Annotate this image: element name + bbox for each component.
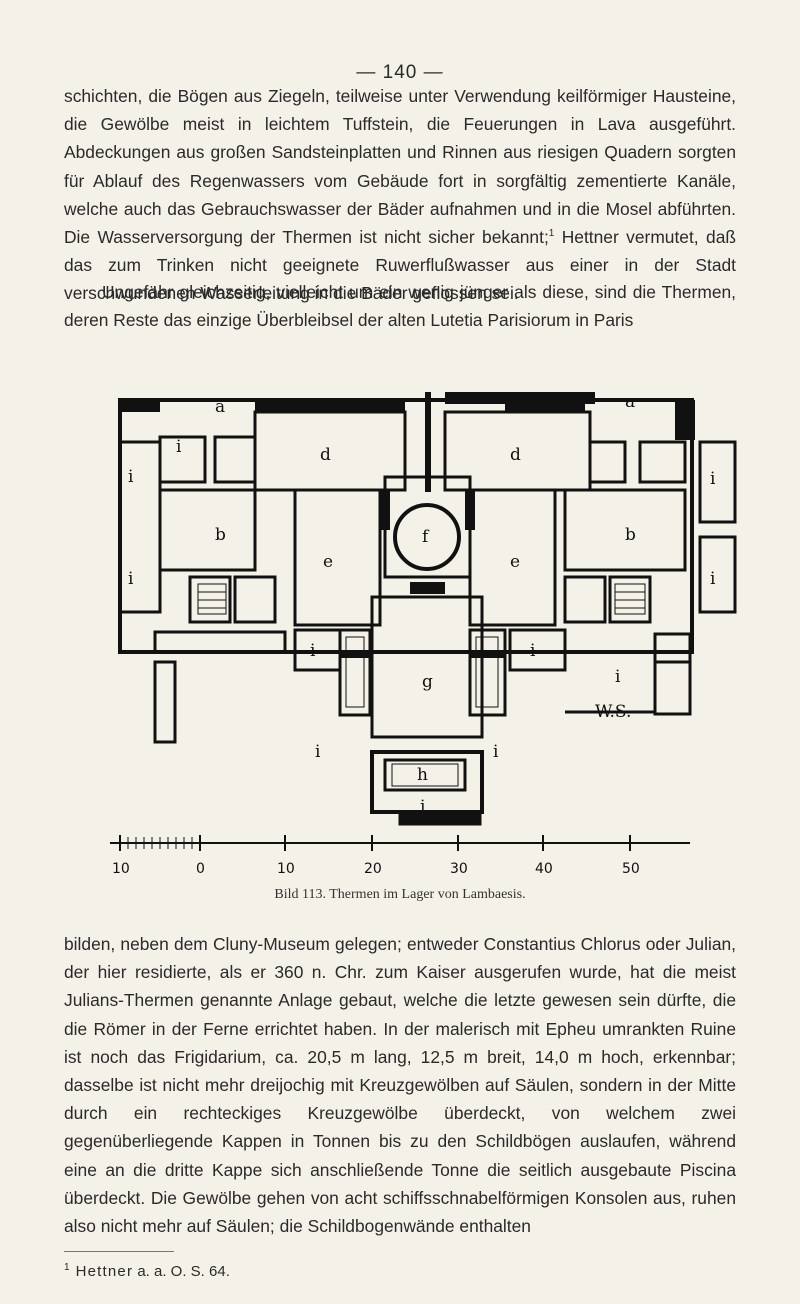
floor-plan-figure: a a d d b b e e f g h i i i i i i i i i … bbox=[118, 392, 737, 826]
label-h: h bbox=[417, 765, 428, 785]
label-b-right: b bbox=[625, 525, 636, 545]
label-i-8: i bbox=[420, 797, 426, 817]
scale-label-6: 50 bbox=[622, 861, 640, 877]
paragraph-3: bilden, neben dem Cluny-Museum gelegen; … bbox=[64, 934, 736, 1237]
label-i-1: i bbox=[176, 437, 182, 457]
footnote-divider bbox=[64, 1251, 174, 1252]
scale-label-4: 30 bbox=[450, 861, 468, 877]
label-i-11: i bbox=[615, 667, 621, 687]
scale-label-1: 0 bbox=[196, 861, 205, 877]
label-i-7: i bbox=[493, 742, 499, 762]
scale-label-5: 40 bbox=[535, 861, 553, 877]
paragraph-2: Ungefähr gleichzeitig, vielleicht um ein… bbox=[64, 282, 736, 331]
label-a-right: a bbox=[625, 392, 635, 412]
label-i-10: i bbox=[710, 569, 716, 589]
footnote-text: a. a. O. S. 64. bbox=[133, 1263, 230, 1280]
scale-label-0: 10 bbox=[112, 861, 130, 877]
label-e-right: e bbox=[510, 552, 520, 572]
paragraph-1-text-a: schichten, die Bögen aus Ziegeln, teilwe… bbox=[64, 86, 736, 248]
page-number: — 140 — bbox=[356, 62, 444, 83]
label-i-6: i bbox=[315, 742, 321, 762]
label-f: f bbox=[422, 527, 430, 547]
paragraph-1-text-b: Hettner vermutet, daß das zum Trinken ni… bbox=[64, 227, 736, 304]
label-a-left: a bbox=[215, 397, 225, 417]
label-i-9: i bbox=[710, 469, 716, 489]
scale-bar: 10 0 10 20 30 40 50 bbox=[110, 835, 690, 877]
label-i-5: i bbox=[530, 641, 536, 661]
label-d-right: d bbox=[510, 445, 521, 465]
label-b-left: b bbox=[215, 525, 226, 545]
label-d-left: d bbox=[320, 445, 331, 465]
figure-caption: Bild 113. Thermen im Lager von Lambaesis… bbox=[274, 887, 526, 902]
footnote-reference: 1 bbox=[548, 228, 555, 240]
footnote: 1 Hettner a. a. O. S. 64. bbox=[64, 1258, 230, 1282]
label-ws: W.S. bbox=[595, 702, 631, 722]
label-g: g bbox=[422, 672, 433, 692]
scale-label-2: 10 bbox=[277, 861, 295, 877]
label-i-4: i bbox=[310, 641, 316, 661]
footnote-mark: 1 bbox=[64, 1262, 70, 1273]
label-i-2: i bbox=[128, 467, 134, 487]
paragraph-1: schichten, die Bögen aus Ziegeln, teilwe… bbox=[64, 82, 736, 308]
label-i-3: i bbox=[128, 569, 134, 589]
footnote-author: Hettner bbox=[75, 1263, 134, 1280]
label-e-left: e bbox=[323, 552, 333, 572]
scale-label-3: 20 bbox=[364, 861, 382, 877]
